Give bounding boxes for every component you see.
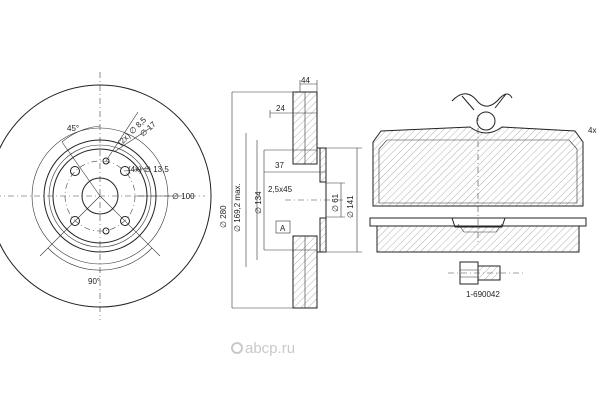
pilot-hole — [102, 227, 110, 235]
watermark-logo-icon — [231, 342, 243, 354]
angle-90-label: 90° — [88, 277, 100, 286]
pad-clip — [451, 217, 506, 228]
angle-ray — [61, 141, 101, 197]
disc-section-view: 44 24 37 2,5x45 ∅ 280 ∅ 169,2 max. ∅ 134… — [219, 76, 362, 309]
angle-arc-bottom — [47, 247, 153, 271]
disc-outer-edge — [0, 84, 212, 308]
dia-61-label: ∅ 61 — [331, 193, 340, 212]
width-24-label: 24 — [276, 104, 285, 113]
bolt-hole — [120, 216, 130, 226]
disc-front-view: 45° 90° (2x) ∅ 8,5 ∅ 17 (4x) ∅ 13,5 ∅ 10… — [0, 72, 212, 320]
pad-quantity-label: 4x — [588, 126, 596, 135]
angle-arc-top — [61, 125, 101, 143]
dia-134-label: ∅ 134 — [254, 191, 263, 214]
section-label-box — [275, 220, 291, 234]
brake-pad-view: 1-690042 4x — [369, 93, 596, 299]
leader-line — [124, 167, 151, 172]
dia-169-label: ∅ 169,2 max. — [233, 183, 242, 232]
pad-clip-spring — [457, 223, 503, 233]
bolt-holes-label: (4x) ∅ 13,5 — [128, 165, 169, 174]
pcd-label: ∅ 100 — [172, 192, 195, 201]
dia-280-label: ∅ 280 — [219, 205, 228, 228]
section-a-label: A — [280, 224, 286, 233]
watermark: abcp.ru — [231, 340, 295, 357]
bolt-part-label: 1-690042 — [466, 290, 500, 299]
angle-ray — [99, 195, 161, 257]
spring-eye — [476, 111, 496, 131]
leader-line — [105, 111, 139, 162]
pilot-hole — [102, 157, 110, 165]
watermark-text: abcp.ru — [245, 340, 295, 357]
dia-141-label: ∅ 141 — [346, 195, 355, 218]
angle-ray — [39, 195, 101, 257]
bolt-hole — [70, 216, 80, 226]
angle-45-label: 45° — [67, 124, 79, 133]
bolt-hole — [70, 166, 80, 176]
anti-rattle-spring — [451, 93, 513, 107]
width-44-label: 44 — [301, 76, 310, 85]
pad-friction-material — [376, 225, 580, 253]
center-bore — [81, 177, 119, 215]
chamfer-label: 2,5x45 — [268, 185, 293, 194]
pad-backing-face — [372, 126, 584, 207]
bolt-holes — [70, 157, 130, 235]
leader-line — [113, 127, 151, 153]
bolt-hole — [120, 166, 130, 176]
width-37-label: 37 — [275, 161, 284, 170]
pad-friction-outline — [378, 139, 578, 204]
spring-clip — [461, 93, 507, 111]
